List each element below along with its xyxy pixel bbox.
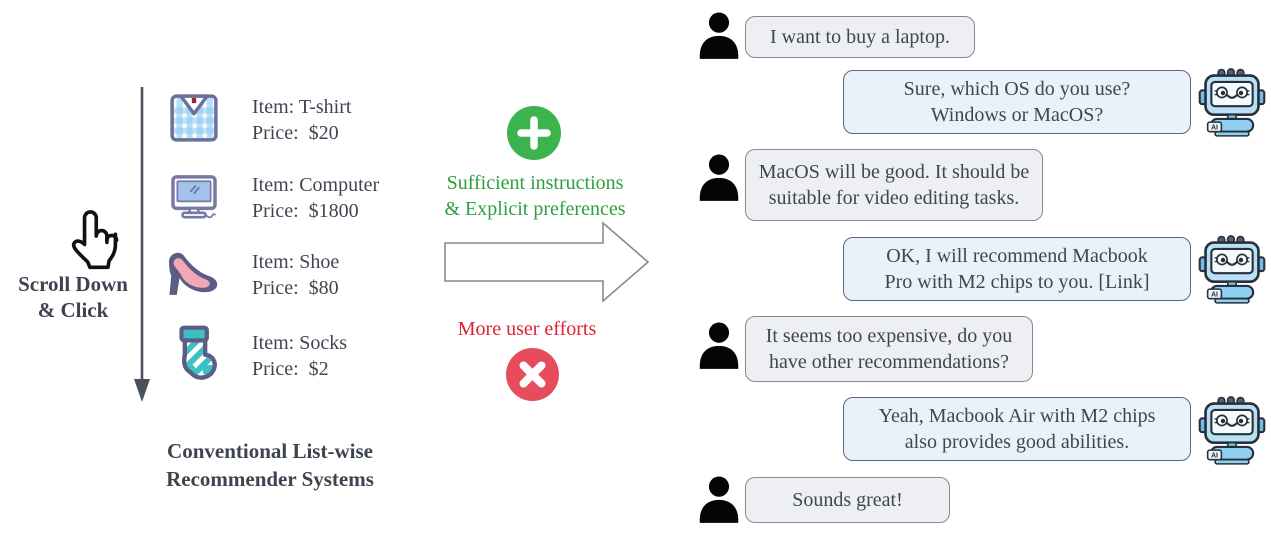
item-row xyxy=(166,88,222,153)
item-text: Item: T-shirt Price: $20 xyxy=(252,94,351,147)
chat-bubble-user: Sounds great! xyxy=(745,477,950,523)
user-avatar-icon xyxy=(697,9,741,61)
item-name: Item: Computer xyxy=(252,174,380,196)
item-price: Price: $1800 xyxy=(252,200,359,223)
plus-icon xyxy=(507,106,561,160)
item-name: Item: Socks xyxy=(252,332,347,354)
cons-label: More user efforts xyxy=(457,318,597,340)
pros-line2: & Explicit preferences xyxy=(444,198,626,221)
chat-bubble-user: It seems too expensive, do you have othe… xyxy=(745,316,1033,382)
chat-bubble-user: MacOS will be good. It should be suitabl… xyxy=(745,149,1043,221)
robot-icon xyxy=(1197,66,1267,138)
scroll-click-label: Scroll Down & Click xyxy=(8,271,138,324)
item-price: Price: $80 xyxy=(252,277,339,300)
cross-icon xyxy=(506,348,559,401)
user-avatar-icon xyxy=(697,473,741,525)
chat-bubble-bot: OK, I will recommend Macbook Pro with M2… xyxy=(843,237,1191,301)
shoe-icon xyxy=(168,252,218,295)
item-text: Item: Computer Price: $1800 xyxy=(252,172,379,225)
user-avatar-icon xyxy=(697,151,741,203)
hand-pointer-icon xyxy=(71,210,119,270)
caption-line1: Conventional List-wise xyxy=(167,439,373,463)
item-text: Item: Shoe Price: $80 xyxy=(252,249,339,302)
scroll-label-line2: & Click xyxy=(37,298,109,323)
item-row xyxy=(168,321,222,390)
robot-icon xyxy=(1197,233,1267,305)
item-row xyxy=(158,242,224,307)
item-name: Item: T-shirt xyxy=(252,96,352,118)
item-price: Price: $20 xyxy=(252,122,339,145)
user-avatar-icon xyxy=(697,319,741,371)
computer-icon xyxy=(171,175,217,219)
caption-line2: Recommender Systems xyxy=(166,467,374,492)
robot-icon xyxy=(1197,394,1267,466)
item-name: Item: Shoe xyxy=(252,251,340,273)
scroll-label-line1: Scroll Down xyxy=(18,272,128,296)
item-price: Price: $2 xyxy=(252,358,329,381)
left-panel-caption: Conventional List-wise Recommender Syste… xyxy=(130,437,410,494)
pros-label: Sufficient instructions & Explicit prefe… xyxy=(424,170,646,223)
item-row xyxy=(166,167,222,232)
right-arrow xyxy=(444,221,650,303)
tshirt-icon xyxy=(170,94,218,142)
down-arrow xyxy=(134,87,150,402)
pros-line1: Sufficient instructions xyxy=(446,172,624,194)
chat-bubble-bot: Sure, which OS do you use? Windows or Ma… xyxy=(843,70,1191,134)
socks-icon xyxy=(179,325,217,380)
chat-bubble-user: I want to buy a laptop. xyxy=(745,16,975,58)
chat-bubble-bot: Yeah, Macbook Air with M2 chips also pro… xyxy=(843,397,1191,461)
item-text: Item: Socks Price: $2 xyxy=(252,330,347,383)
